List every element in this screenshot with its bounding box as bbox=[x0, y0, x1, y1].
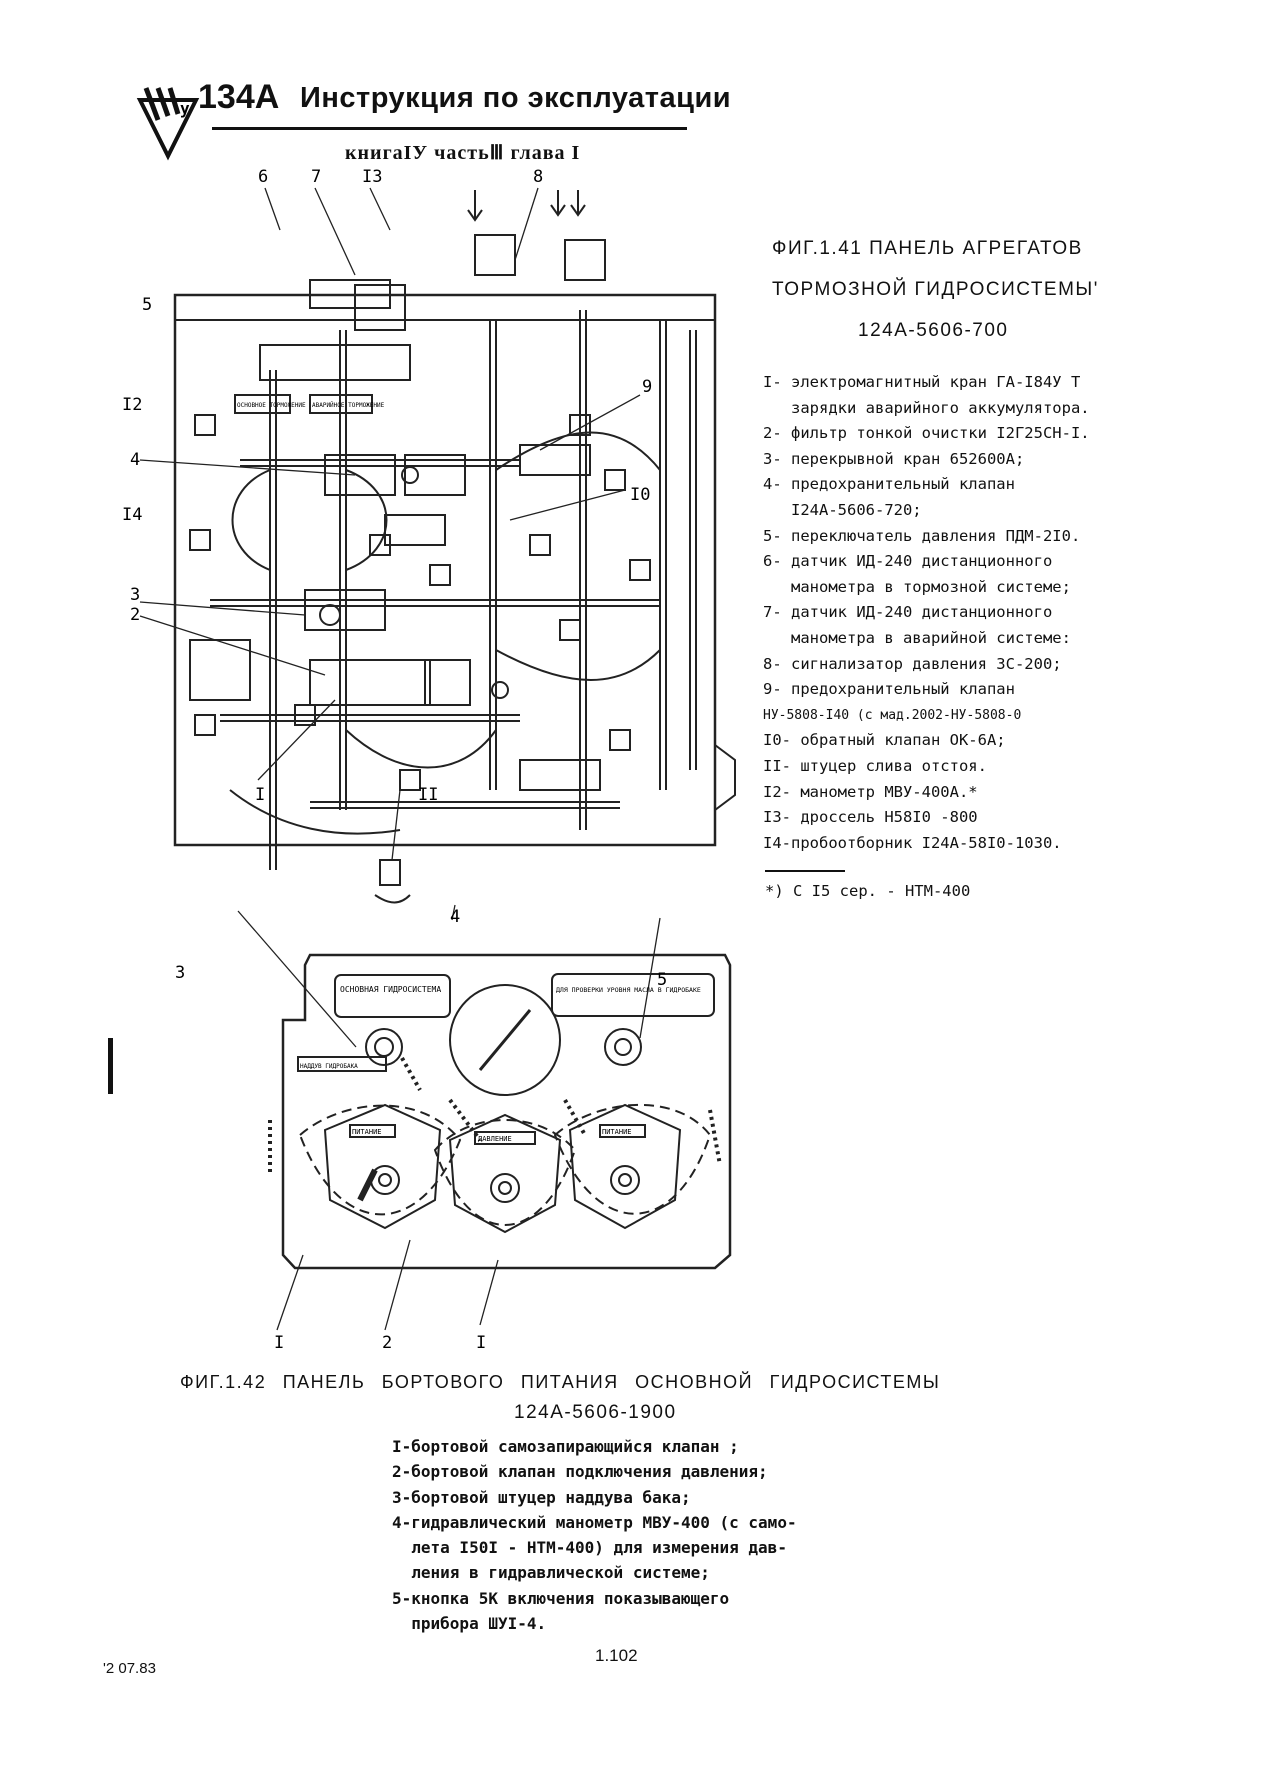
legend-item: II- штуцер слива отстоя. bbox=[763, 756, 987, 775]
callout-label: 3 bbox=[175, 963, 185, 983]
legend-item: I24А-5606-720; bbox=[763, 500, 922, 519]
placard-text: ДЛЯ ПРОВЕРКИ УРОВНЯ МАСЛА В ГИДРОБАКЕ bbox=[556, 986, 701, 994]
callout-label: 7 bbox=[311, 167, 321, 187]
figure-1-41-legend: I- электромагнитный кран ГА-I84У Т заряд… bbox=[763, 370, 1090, 856]
legend-item: 6- датчик ИД-240 дистанционного bbox=[763, 552, 1053, 571]
legend-item: 3- перекрывной кран 652600А; bbox=[763, 449, 1025, 468]
placard-text: НАДДУВ ГИДРОБАКА bbox=[300, 1063, 358, 1070]
supply-panel-drawing: 4 3 5 I 2 I ОСНОВНАЯ ГИДРОСИСТЕМА ДЛЯ ПР… bbox=[175, 904, 740, 1353]
callout-label: I bbox=[476, 1333, 486, 1353]
figure-1-42-legend: I-бортовой самозапирающийся клапан ; 2-б… bbox=[392, 1434, 797, 1636]
callout-label: 2 bbox=[382, 1333, 392, 1353]
legend-item: I- электромагнитный кран ГА-I84У Т bbox=[763, 373, 1081, 391]
callout-label: 4 bbox=[130, 450, 140, 470]
callout-label: I bbox=[255, 785, 265, 805]
callout-label: 5 bbox=[142, 295, 152, 315]
figure-1-42-caption: ФИГ.1.42 ПАНЕЛЬ БОРТОВОГО ПИТАНИЯ ОСНОВН… bbox=[180, 1372, 941, 1392]
legend-item: 9- предохранительный клапан bbox=[763, 680, 1015, 699]
legend-item: I-бортовой самозапирающийся клапан ; bbox=[392, 1437, 739, 1456]
legend-item: зарядки аварийного аккумулятора. bbox=[763, 398, 1090, 417]
legend-item: 7- датчик ИД-240 дистанционного bbox=[763, 603, 1053, 622]
legend-item: I4-пробоотборник I24А-58I0-1030. bbox=[763, 833, 1062, 852]
callout-label: I3 bbox=[362, 167, 382, 187]
logo: y bbox=[136, 80, 200, 161]
placard-text: ПИТАНИЕ bbox=[602, 1128, 632, 1136]
callout-label: II bbox=[418, 785, 438, 805]
legend-item: НУ-5808-I40 (с мад.2002-НУ-5808-0 bbox=[763, 707, 1022, 723]
callout-label: I2 bbox=[122, 395, 142, 415]
callout-label: I4 bbox=[122, 505, 142, 525]
page-number: 1.102 bbox=[595, 1646, 638, 1665]
legend-item: 4- предохранительный клапан bbox=[763, 475, 1015, 494]
margin-mark bbox=[108, 1038, 113, 1094]
legend-item: 8- сигнализатор давления ЗС-200; bbox=[763, 654, 1062, 673]
document-subtitle: книгаIУ частьⅢ глава I bbox=[345, 142, 581, 164]
callout-label: 6 bbox=[258, 167, 268, 187]
figure-1-41-caption: ФИГ.1.41 ПАНЕЛЬ АГРЕГАТОВ bbox=[772, 238, 1083, 259]
placard-text: АВАРИЙНОЕ ТОРМОЖЕНИЕ bbox=[312, 402, 385, 409]
callout-label: 5 bbox=[657, 970, 667, 990]
legend-item: манометра в тормозной системе; bbox=[763, 577, 1071, 596]
footnote: *) С I5 сер. - НТМ-400 bbox=[765, 882, 971, 900]
legend-item: 3-бортовой штуцер наддува бака; bbox=[392, 1487, 691, 1507]
legend-item: I3- дроссель Н58I0 -800 bbox=[763, 808, 978, 827]
callout-label: I bbox=[274, 1333, 284, 1353]
callout-label: 3 bbox=[130, 585, 140, 605]
header-rule bbox=[212, 127, 687, 130]
document-title: Инструкция по эксплуатации bbox=[300, 82, 732, 114]
footnote-rule bbox=[765, 870, 845, 872]
placard-text: ДАВЛЕНИЕ bbox=[478, 1135, 512, 1143]
callout-label: 8 bbox=[533, 167, 543, 187]
figure-1-41-caption-line2: ТОРМОЗНОЙ ГИДРОСИСТЕМЫ' bbox=[772, 279, 1099, 300]
placard-text: ОСНОВНАЯ ГИДРОСИСТЕМА bbox=[340, 985, 441, 994]
legend-item: 2- фильтр тонкой очистки I2Г25СН-I. bbox=[763, 424, 1090, 443]
brake-panel-drawing: 6 7 I3 8 5 I2 9 4 I4 I0 3 2 I II ОСНОВНО… bbox=[100, 167, 740, 910]
placard-text: ОСНОВНОЕ ТОРМОЖЕНИЕ bbox=[237, 402, 306, 409]
legend-item: ления в гидравлической системе; bbox=[392, 1563, 710, 1583]
legend-item: лета I50I - НТМ-400) для измерения дав- bbox=[392, 1538, 787, 1558]
legend-item: I2- манометр МВУ-400А.* bbox=[763, 782, 978, 801]
svg-text:y: y bbox=[180, 99, 190, 118]
legend-item: манометра в аварийной системе: bbox=[763, 628, 1071, 647]
callout-label: 4 bbox=[450, 907, 460, 927]
legend-item: прибора ШУI-4. bbox=[392, 1614, 547, 1634]
figure-1-41-part-number: 124А-5606-700 bbox=[858, 320, 1009, 341]
placard-text: ПИТАНИЕ bbox=[352, 1128, 382, 1136]
legend-item: 4-гидравлический манометр МВУ-400 (с сам… bbox=[392, 1512, 797, 1532]
legend-item: 2-бортовой клапан подключения давления; bbox=[392, 1462, 768, 1482]
callout-label: 9 bbox=[642, 377, 652, 397]
legend-item: 5-кнопка 5К включения показывающего bbox=[392, 1588, 730, 1608]
callout-label: 2 bbox=[130, 605, 140, 625]
revision-date: '2 07.83 bbox=[103, 1660, 156, 1677]
figure-1-42-part-number: 124А-5606-1900 bbox=[514, 1402, 677, 1423]
model-number: 134А bbox=[198, 78, 280, 116]
callout-label: I0 bbox=[630, 485, 650, 505]
legend-item: 5- переключатель давления ПДМ-2I0. bbox=[763, 526, 1081, 545]
legend-item: I0- обратный клапан ОК-6А; bbox=[763, 731, 1006, 750]
